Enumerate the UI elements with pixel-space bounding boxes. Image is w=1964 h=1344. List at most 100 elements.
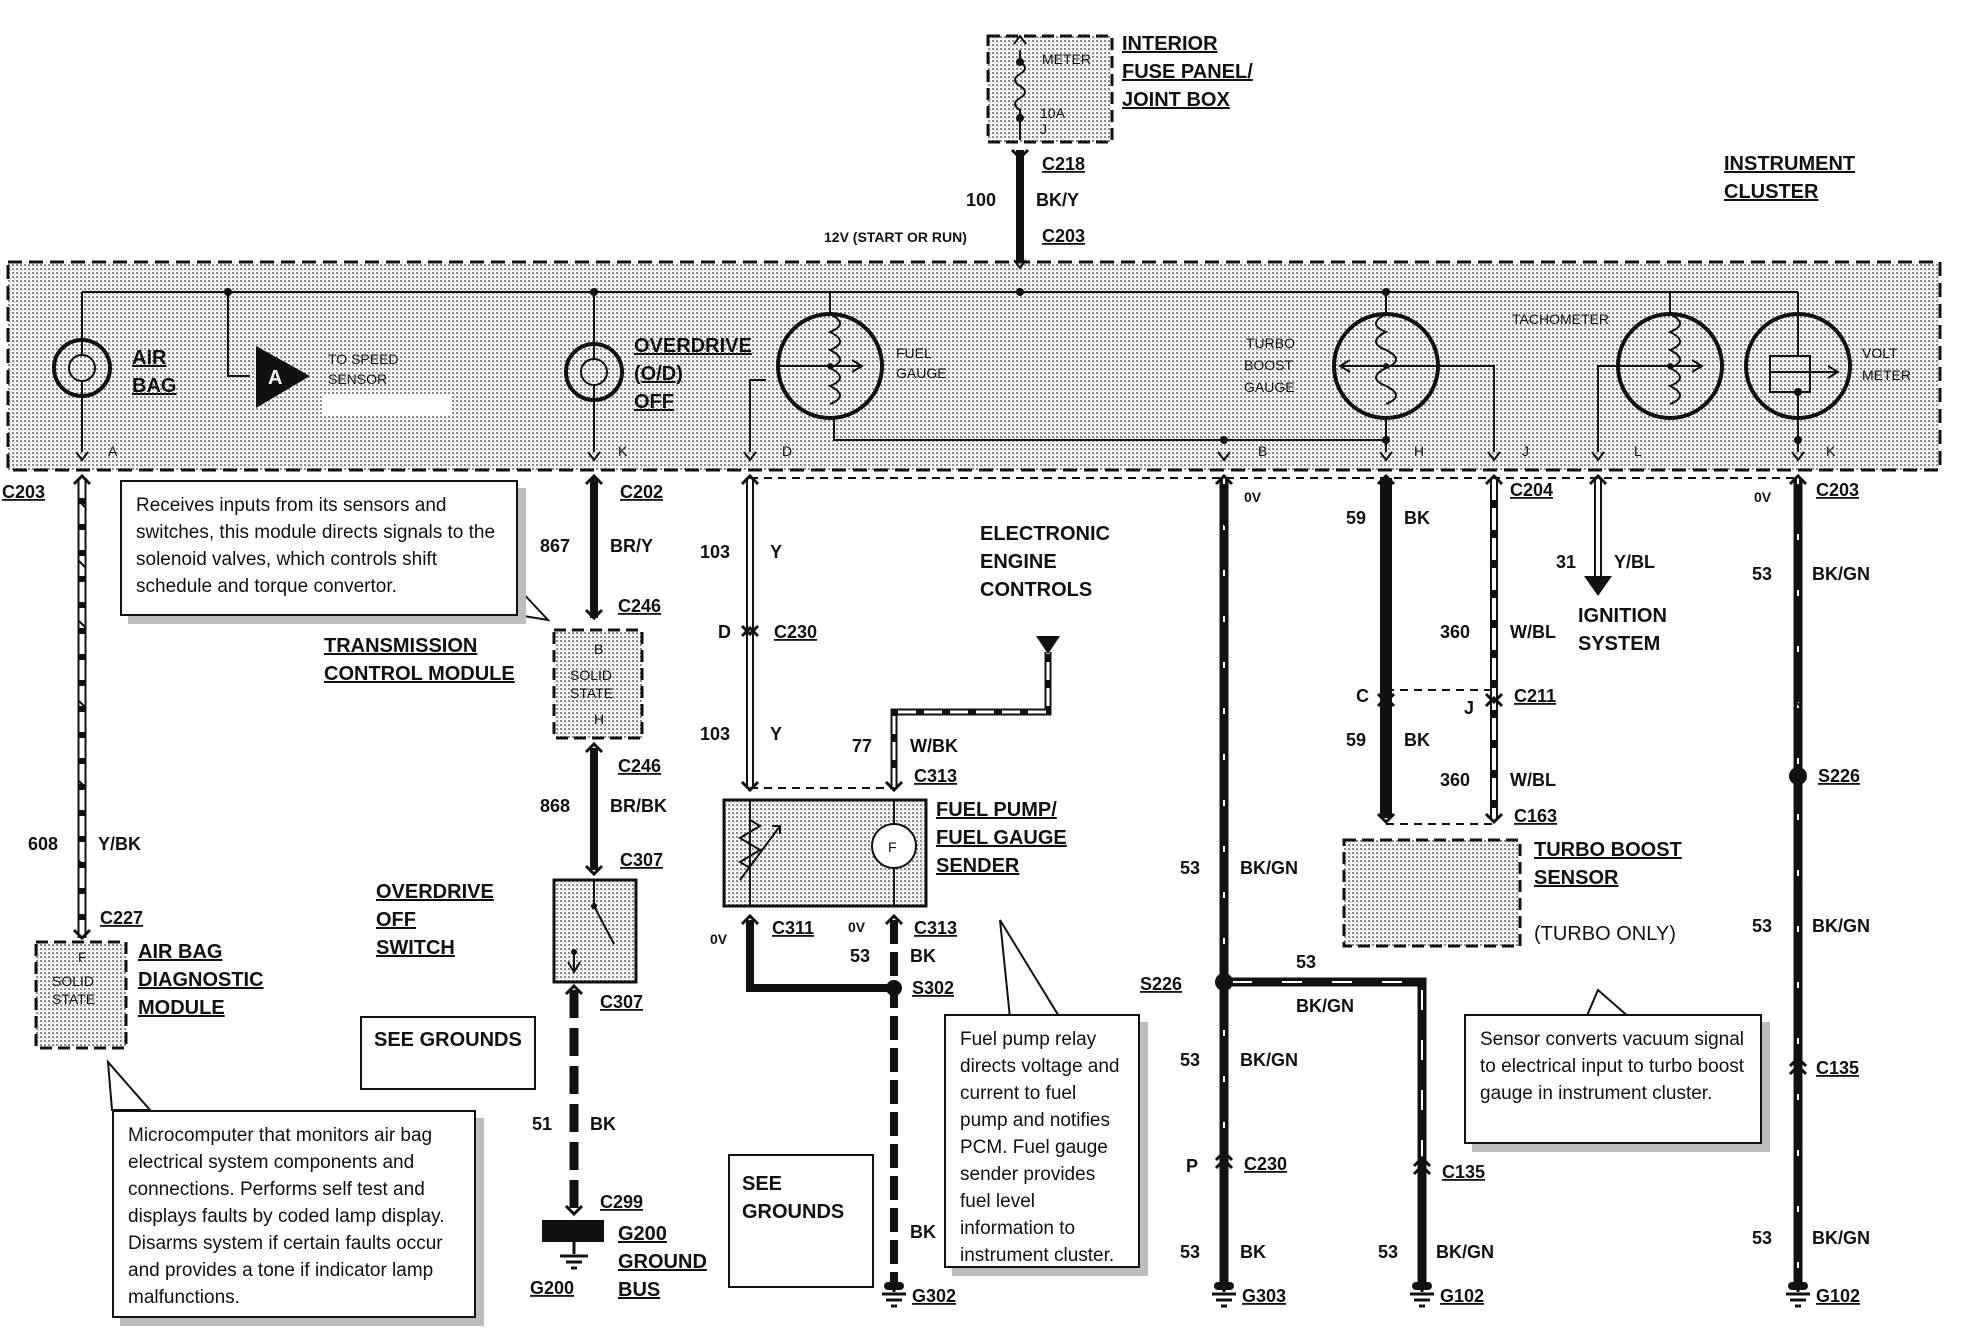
wire-868-num: 868	[540, 796, 570, 816]
speed-sensor-label: TO SPEED	[328, 351, 399, 367]
pin-a: A	[108, 443, 118, 459]
tachometer-icon	[1597, 312, 1724, 452]
fuel-gauge-label-2: GAUGE	[896, 365, 947, 381]
air-bag-lamp-label-2: BAG	[132, 375, 176, 397]
connector-c204: C204	[1510, 480, 1553, 500]
connector-c246-a: C246	[618, 596, 661, 616]
fuel-gauge-label: FUEL	[896, 345, 932, 361]
od-switch-label: OVERDRIVE	[376, 881, 494, 903]
connector-c203-right: C203	[1816, 480, 1859, 500]
wire-53-b3-color: BK	[1240, 1242, 1266, 1262]
voltmeter-label-2: METER	[1862, 367, 1911, 383]
splice-s226-b: S226	[1140, 974, 1182, 994]
voltmeter-label: VOLT	[1862, 345, 1898, 361]
connector-c211-pin-c: C	[1356, 686, 1369, 706]
fuel-pump-label-2: FUEL GAUGE	[936, 827, 1067, 849]
tcm-box	[552, 628, 644, 740]
fuse-panel-box	[986, 34, 1114, 144]
wire-51-num: 51	[532, 1114, 552, 1134]
fuel-pump-label-3: SENDER	[936, 855, 1020, 877]
wire-103a-color: Y	[770, 542, 782, 562]
od-switch-label-3: SWITCH	[376, 937, 455, 959]
wire-power-label: 12V (START OR RUN)	[824, 229, 967, 245]
wire-608-color: Y/BK	[98, 834, 141, 854]
fuse-panel-title: INTERIOR	[1122, 33, 1218, 55]
wire-867-color: BR/Y	[610, 536, 653, 556]
instrument-cluster-title-2: CLUSTER	[1724, 181, 1819, 203]
splice-s302: S302	[912, 978, 954, 998]
instrument-cluster-title: INSTRUMENT	[1724, 153, 1855, 175]
wire-g302-color: BK	[910, 1222, 936, 1242]
wire-360a-color: W/BL	[1510, 622, 1556, 642]
turbo-gauge-label-2: BOOST	[1244, 357, 1293, 373]
wire-100-num: 100	[966, 190, 996, 210]
wire-77-num: 77	[852, 736, 872, 756]
ground-g102-a: G102	[1440, 1286, 1484, 1306]
fuel-pump-glyph: F	[888, 839, 897, 855]
airbag-module-label: AIR BAG	[138, 941, 222, 963]
wire-53-s302-num: 53	[850, 946, 870, 966]
tcm-state: STATE	[570, 685, 613, 701]
airbag-state: STATE	[52, 991, 95, 1007]
wire-53-c135-num: 53	[1378, 1242, 1398, 1262]
connector-c211: C211	[1514, 686, 1556, 706]
airbag-solid: SOLID	[52, 973, 94, 989]
ground-bus-icon	[542, 1220, 604, 1242]
wire-59a-num: 59	[1346, 508, 1366, 528]
turbo-gauge-label-3: GAUGE	[1244, 379, 1295, 395]
wire-31-num: 31	[1556, 552, 1576, 572]
ignition-label: IGNITION	[1578, 605, 1667, 627]
see-grounds-2[interactable]: SEE GROUNDS	[728, 1154, 874, 1288]
tcm-pin-h: H	[594, 711, 604, 727]
pin-j: J	[1522, 443, 1529, 459]
turbo-sensor-label-3: (TURBO ONLY)	[1534, 923, 1676, 945]
fuel-pump-label: FUEL PUMP/	[936, 799, 1057, 821]
pin-k-volt: K	[1826, 443, 1836, 459]
pin-b: B	[1258, 443, 1267, 459]
tcm-label: TRANSMISSION	[324, 635, 477, 657]
wire-59b-num: 59	[1346, 730, 1366, 750]
see-grounds-1[interactable]: SEE GROUNDS	[360, 1016, 536, 1090]
wire-53-b3-num: 53	[1180, 1242, 1200, 1262]
ov-c311: 0V	[710, 931, 728, 947]
wire-53-b2-color: BK/GN	[1240, 1050, 1298, 1070]
connector-c311: C311	[772, 918, 814, 938]
connector-c218: C218	[1042, 154, 1085, 174]
overdrive-switch-icon	[552, 878, 638, 984]
connector-c230-b: C230	[1244, 1154, 1287, 1174]
speed-sensor-blank	[322, 394, 452, 416]
ground-bus-label: G200	[618, 1223, 667, 1245]
ov-b: 0V	[1244, 489, 1262, 505]
air-bag-lamp-icon	[52, 338, 112, 452]
connector-c307-b: C307	[600, 992, 643, 1012]
connector-c202: C202	[620, 482, 663, 502]
eec-label: ELECTRONIC	[980, 523, 1110, 545]
ground-g303: G303	[1242, 1286, 1286, 1306]
overdrive-lamp-label: OVERDRIVE	[634, 335, 752, 357]
eec-label-3: CONTROLS	[980, 579, 1092, 601]
wire-53-k2-num: 53	[1752, 916, 1772, 936]
turbo-gauge-label: TURBO	[1246, 335, 1295, 351]
overdrive-lamp-icon	[564, 340, 624, 452]
turbo-sensor-label-2: SENSOR	[1534, 867, 1619, 889]
fuse-panel-title-3: JOINT BOX	[1122, 89, 1230, 111]
wire-867-num: 867	[540, 536, 570, 556]
wire-608-num: 608	[28, 834, 58, 854]
wire-59b-color: BK	[1404, 730, 1430, 750]
turbo-sensor-label: TURBO BOOST	[1534, 839, 1682, 861]
ov-k: 0V	[1754, 489, 1772, 505]
wire-103b-num: 103	[700, 724, 730, 744]
tcm-pin-b: B	[594, 641, 603, 657]
speed-sensor-label-2: SENSOR	[328, 371, 387, 387]
connector-c299: C299	[600, 1192, 643, 1212]
connector-c203-left: C203	[2, 482, 45, 502]
air-bag-lamp-label: AIR	[132, 347, 167, 369]
eec-triangle-icon	[1036, 636, 1060, 654]
splice-s226-k: S226	[1818, 766, 1860, 786]
overdrive-lamp-label-3: OFF	[634, 391, 674, 413]
turbo-sensor-box	[1342, 838, 1522, 948]
voltmeter-icon	[1744, 312, 1852, 452]
ov-c313: 0V	[848, 919, 866, 935]
connector-c227: C227	[100, 908, 143, 928]
